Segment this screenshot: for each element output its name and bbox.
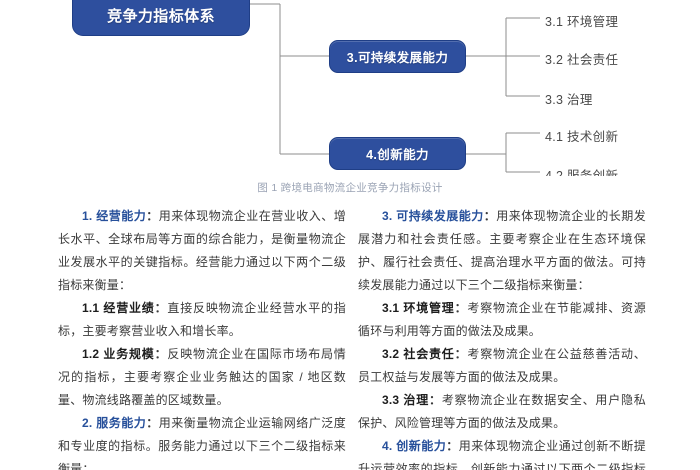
indicator-tree-diagram: 竞争力指标体系 3.可持续发展能力 4.创新能力 3.1 环境管理 3.2 社会… xyxy=(0,0,700,176)
diagram-leaf-social-responsibility: 3.2 社会责任 xyxy=(545,53,619,67)
paragraph: 4. 创新能力：用来体现物流企业通过创新不断提升运营效率的指标。创新能力通过以下… xyxy=(358,435,646,470)
diagram-node-root-label: 竞争力指标体系 xyxy=(107,7,215,25)
diagram-leaf-service-innovation: 4.2 服务创新 xyxy=(545,169,619,176)
paragraph: 1.1 经营业绩：直接反映物流企业经营水平的指标，主要考察营业收入和增长率。 xyxy=(58,297,346,343)
text-column-right: 3. 可持续发展能力：用来体现物流企业的长期发展潜力和社会责任感。主要考察企业在… xyxy=(358,205,646,470)
paragraph: 1.2 业务规模：反映物流企业在国际市场布局情况的指标，主要考察企业业务触达的国… xyxy=(58,343,346,412)
paragraph-body: 用来衡量物流企业运输网络广泛度和专业度的指标。服务能力通过以下三个二级指标来衡量… xyxy=(58,416,346,470)
diagram-node-root[interactable]: 竞争力指标体系 xyxy=(72,0,250,36)
paragraph-separator: ： xyxy=(154,347,168,361)
diagram-node-innovation-label: 4.创新能力 xyxy=(366,148,429,162)
diagram-connectors xyxy=(250,3,540,173)
paragraph-heading: 4. 创新能力 xyxy=(382,439,447,453)
paragraph-separator: ： xyxy=(429,393,442,407)
paragraph-heading: 3.2 社会责任 xyxy=(382,347,455,361)
paragraph-separator: ： xyxy=(146,209,159,223)
paragraph-body: 直接反映物流企业经营水平的指标，主要考察营业收入和增长率。 xyxy=(58,301,346,338)
paragraph-heading: 3.1 环境管理 xyxy=(382,301,455,315)
paragraph-body: 用来体现物流企业的长期发展潜力和社会责任感。主要考察企业在生态环境保护、履行社会… xyxy=(358,209,647,292)
paragraph-body: 反映物流企业在国际市场布局情况的指标，主要考察企业业务触达的国家 / 地区数量、… xyxy=(58,347,346,407)
paragraph-body: 考察物流企业在数据安全、用户隐私保护、风险管理等方面的做法及成果。 xyxy=(358,393,647,430)
paragraph-separator: ： xyxy=(154,301,168,315)
diagram-leaf-governance: 3.3 治理 xyxy=(545,93,593,107)
figure-caption: 图 1 跨境电商物流企业竞争力指标设计 xyxy=(257,182,443,194)
paragraph-heading: 3. 可持续发展能力 xyxy=(382,209,484,223)
paragraph-separator: ： xyxy=(146,416,159,430)
paragraph-body: 考察物流企业在节能减排、资源循环与利用等方面的做法及成果。 xyxy=(358,301,646,338)
paragraph: 3.1 环境管理：考察物流企业在节能减排、资源循环与利用等方面的做法及成果。 xyxy=(358,297,646,343)
paragraph: 3.2 社会责任：考察物流企业在公益慈善活动、员工权益与发展等方面的做法及成果。 xyxy=(358,343,646,389)
article-body: 1. 经营能力：用来体现物流企业在营业收入、增长水平、全球布局等方面的综合能力，… xyxy=(0,205,700,470)
paragraph-separator: ： xyxy=(454,301,468,315)
diagram-node-sustainability[interactable]: 3.可持续发展能力 xyxy=(329,40,466,73)
paragraph-heading: 3.3 治理 xyxy=(382,393,430,407)
paragraph-separator: ： xyxy=(454,347,468,361)
diagram-leaf-environment: 3.1 环境管理 xyxy=(545,15,619,29)
paragraph: 1. 经营能力：用来体现物流企业在营业收入、增长水平、全球布局等方面的综合能力，… xyxy=(58,205,346,297)
paragraph-heading: 2. 服务能力 xyxy=(82,416,147,430)
paragraph-body: 用来体现物流企业通过创新不断提升运营效率的指标。创新能力通过以下两个二级指标来衡… xyxy=(358,439,646,470)
paragraph-separator: ： xyxy=(446,439,459,453)
paragraph-heading: 1.2 业务规模 xyxy=(82,347,155,361)
paragraph-heading: 1. 经营能力 xyxy=(82,209,147,223)
diagram-node-innovation[interactable]: 4.创新能力 xyxy=(329,137,466,170)
paragraph-separator: ： xyxy=(483,209,497,223)
paragraph-body: 考察物流企业在公益慈善活动、员工权益与发展等方面的做法及成果。 xyxy=(358,347,646,384)
paragraph: 2. 服务能力：用来衡量物流企业运输网络广泛度和专业度的指标。服务能力通过以下三… xyxy=(58,412,346,470)
diagram-leaf-tech-innovation: 4.1 技术创新 xyxy=(545,130,619,144)
paragraph-heading: 1.1 经营业绩 xyxy=(82,301,155,315)
diagram-node-sustainability-label: 3.可持续发展能力 xyxy=(346,51,449,65)
paragraph: 3.3 治理：考察物流企业在数据安全、用户隐私保护、风险管理等方面的做法及成果。 xyxy=(358,389,646,435)
paragraph-body: 用来体现物流企业在营业收入、增长水平、全球布局等方面的综合能力，是衡量物流企业发… xyxy=(58,209,346,292)
paragraph: 3. 可持续发展能力：用来体现物流企业的长期发展潜力和社会责任感。主要考察企业在… xyxy=(358,205,646,297)
text-column-left: 1. 经营能力：用来体现物流企业在营业收入、增长水平、全球布局等方面的综合能力，… xyxy=(58,205,346,470)
